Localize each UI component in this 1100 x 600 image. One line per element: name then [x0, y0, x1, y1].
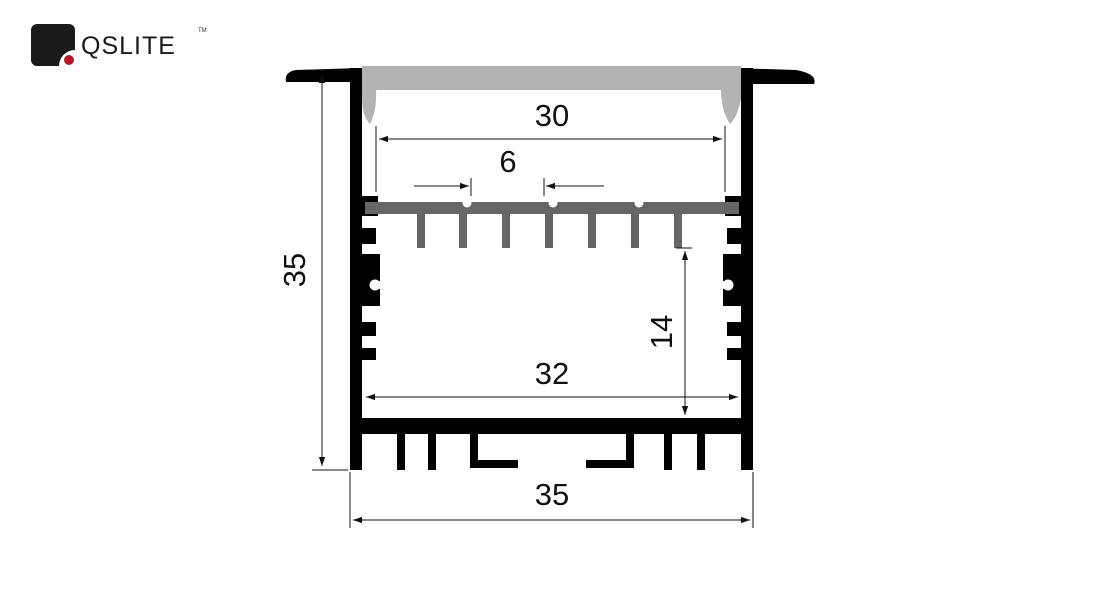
- inner-width-label: 32: [535, 356, 569, 391]
- screw-channels: [369, 279, 734, 291]
- led-heatsink: [365, 202, 739, 248]
- groove: [634, 198, 644, 208]
- right-screw-slot: [722, 281, 728, 289]
- left-tab: [362, 322, 376, 336]
- right-tab: [727, 348, 741, 360]
- bottom-width-label: 35: [535, 477, 569, 512]
- inner-height-label: 14: [644, 315, 679, 349]
- heatsink-fin: [631, 214, 639, 248]
- dimension-lines: [312, 69, 754, 528]
- heatsink-plate: [365, 202, 739, 214]
- right-tab: [727, 322, 741, 336]
- bottom-fin: [397, 434, 405, 470]
- height-label: 35: [277, 253, 312, 287]
- left-tab: [362, 228, 376, 244]
- left-tab: [362, 348, 376, 360]
- diffuser-width-label: 30: [535, 98, 569, 133]
- bottom-floor: [362, 418, 741, 434]
- right-wall: [741, 68, 753, 470]
- logo-dot: [64, 55, 74, 65]
- heatsink-fin: [417, 214, 425, 248]
- heatsink-fin: [674, 214, 682, 248]
- heatsink-fin: [588, 214, 596, 248]
- bottom-fin: [697, 434, 705, 470]
- heatsink-fin: [545, 214, 553, 248]
- right-tab: [727, 228, 741, 244]
- fin-pitch-label: 6: [499, 144, 516, 179]
- right-tab: [723, 254, 741, 306]
- heatsink-fin: [459, 214, 467, 248]
- left-hook: [470, 434, 518, 468]
- bottom-fin: [664, 434, 672, 470]
- qslite-logo-mark: [31, 24, 75, 66]
- bottom-fin: [428, 434, 436, 470]
- left-wall: [350, 68, 362, 470]
- heatsink-fin: [502, 214, 510, 248]
- diffuser-cover: [362, 66, 741, 124]
- left-screw-slot: [375, 281, 381, 289]
- right-flange: [733, 68, 815, 84]
- heatsink-grooves: [462, 198, 644, 208]
- groove: [462, 198, 472, 208]
- left-tab: [362, 254, 380, 306]
- trademark-symbol: TM: [198, 28, 207, 34]
- right-hook: [586, 434, 634, 468]
- groove: [548, 198, 558, 208]
- left-flange: [285, 68, 369, 82]
- brand-name: QSLITE: [81, 32, 176, 60]
